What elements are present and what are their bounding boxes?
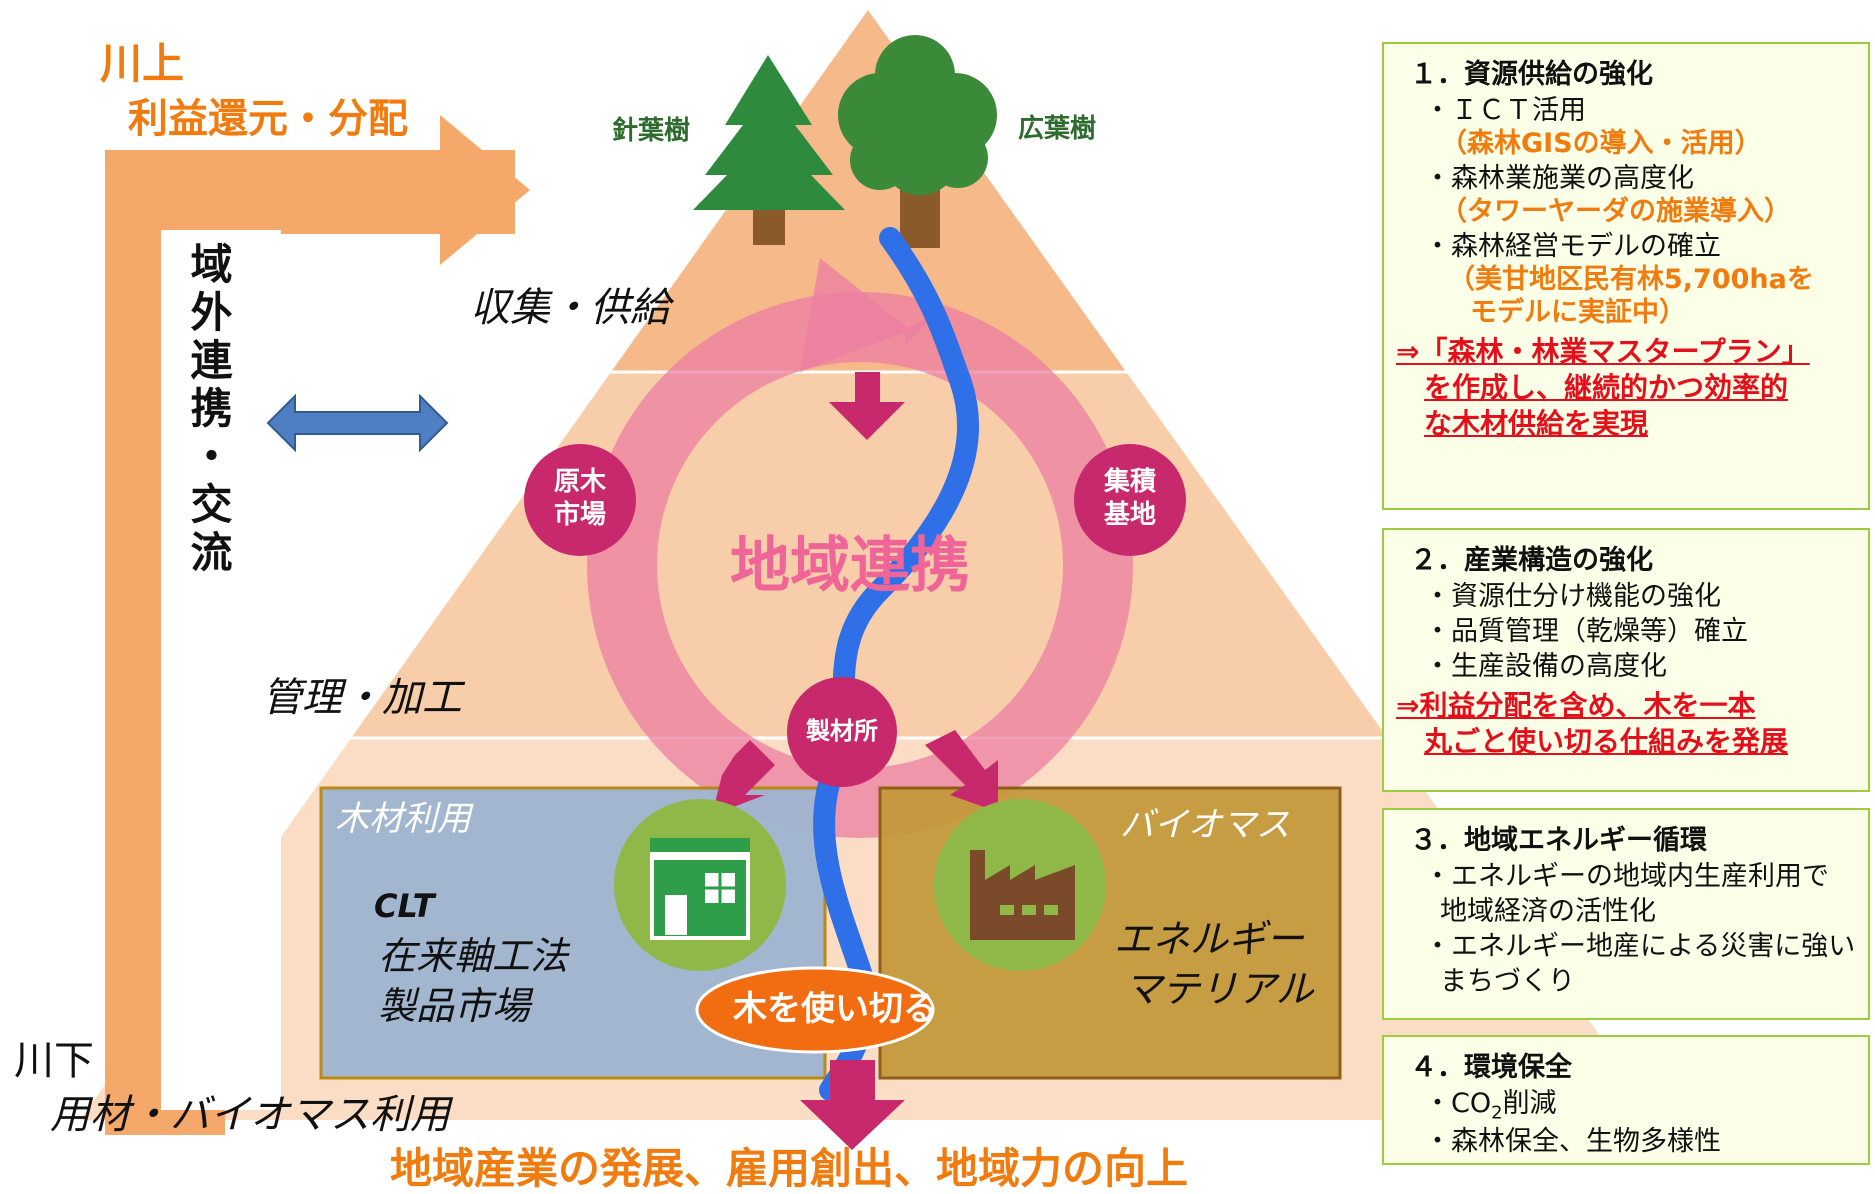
return-arrow — [105, 115, 530, 1135]
panel-result: を作成し、継続的かつ効率的 — [1424, 370, 1789, 404]
panel-item: ・品質管理（乾燥等）確立 — [1424, 615, 1748, 647]
wood-line-clt: CLT — [374, 887, 435, 925]
panel-result: ⇒利益分配を含め、木を一本 — [1396, 688, 1756, 722]
panel-result: な木材供給を実現 — [1424, 407, 1649, 441]
panel-note: （タワーヤーダの施業導入） — [1440, 195, 1791, 227]
panel-result: 丸ごと使い切る仕組みを発展 — [1424, 725, 1789, 759]
down-arrow-bottom — [800, 1060, 905, 1150]
panel-item: ・エネルギー地産による災害に強い — [1424, 930, 1856, 962]
panel-item: ・森林経営モデルの確立 — [1424, 230, 1721, 262]
wood-box-title: 木材利用 — [335, 799, 471, 839]
panel-environment: ４．環境保全 ・CO2削減 ・森林保全、生物多様性 — [1382, 1035, 1870, 1165]
panel-item: 地域経済の活性化 — [1440, 895, 1656, 927]
panel-note: モデルに実証中） — [1470, 296, 1686, 328]
panel-item: ・森林保全、生物多様性 — [1424, 1126, 1721, 1158]
node-log-market — [524, 444, 636, 556]
downstream-subtitle: 用材・バイオマス利用 — [50, 1092, 450, 1138]
down-arrow-top — [829, 372, 905, 440]
panel-item: ・ＩＣＴ活用 — [1424, 95, 1586, 126]
stage-manage-label: 管理・加工 — [262, 675, 462, 721]
panel-result: ⇒「森林・林業マスタープラン」 — [1396, 334, 1810, 368]
node-sawmill — [787, 677, 897, 787]
node-collection-base — [1074, 444, 1186, 556]
panel-item-co2: ・CO2削減 — [1424, 1088, 1868, 1124]
biomass-line-material: マテリアル — [1124, 967, 1314, 1011]
wood-line-conventional: 在来軸工法 — [378, 934, 569, 978]
upstream-subtitle: 利益還元・分配 — [128, 96, 408, 142]
use-all-label: 木を使い切る — [733, 989, 937, 1029]
co2-reduction-text: 削減 — [1502, 1088, 1557, 1119]
panel-item: まちづくり — [1440, 965, 1575, 997]
conifer-label: 針葉樹 — [612, 116, 691, 146]
panel-item: ・エネルギーの地域内生産利用で — [1424, 861, 1829, 892]
biomass-box-title: バイオマス — [1120, 805, 1290, 845]
panel-item: ・生産設備の高度化 — [1424, 650, 1667, 682]
node-sawmill-label: 製材所 — [806, 717, 878, 745]
bottom-result: 地域産業の発展、雇用創出、地域力の向上 — [390, 1144, 1189, 1193]
panel-heading: ２．産業構造の強化 — [1410, 545, 1653, 576]
panel-resource-supply: １．資源供給の強化 ・ＩＣＴ活用 （森林GISの導入・活用） ・森林業施業の高度… — [1382, 42, 1870, 510]
house-icon — [614, 799, 786, 971]
arrow-to-wood — [712, 740, 775, 815]
panel-heading: ３．地域エネルギー循環 — [1410, 825, 1707, 856]
stage-collect-label: 収集・供給 — [470, 285, 670, 331]
exchange-double-arrow — [266, 393, 449, 453]
center-title: 地域連携 — [730, 531, 970, 601]
vertical-exchange-label: 域外連携・交流 — [184, 242, 233, 578]
downstream-title: 川下 — [14, 1038, 94, 1084]
panel-note: （森林GISの導入・活用） — [1440, 127, 1762, 159]
panel-item: ・森林業施業の高度化 — [1424, 162, 1694, 194]
co2-subscript: 2 — [1491, 1102, 1503, 1124]
co2-text: ・CO — [1424, 1088, 1492, 1119]
biomass-line-energy: エネルギー — [1114, 917, 1305, 961]
panel-heading: １．資源供給の強化 — [1410, 59, 1653, 90]
conifer-tree-icon — [693, 55, 845, 245]
use-all-oval — [695, 966, 935, 1054]
node-log-market-label: 原木 市場 — [553, 467, 606, 530]
wood-line-products: 製品市場 — [378, 984, 531, 1028]
panel-local-energy: ３．地域エネルギー循環 ・エネルギーの地域内生産利用で 地域経済の活性化 ・エネ… — [1382, 808, 1870, 1020]
panel-note: （美甘地区民有林5,700haを — [1448, 263, 1814, 295]
node-collection-base-label: 集積 基地 — [1103, 467, 1156, 530]
factory-icon — [934, 799, 1106, 971]
arrow-to-biomass — [925, 730, 998, 812]
broadleaf-tree-icon — [838, 35, 997, 248]
broadleaf-label: 広葉樹 — [1018, 114, 1097, 144]
panel-industry-structure: ２．産業構造の強化 ・資源仕分け機能の強化 ・品質管理（乾燥等）確立 ・生産設備… — [1382, 528, 1870, 792]
upstream-title: 川上 — [100, 39, 185, 88]
panel-item: ・資源仕分け機能の強化 — [1424, 581, 1721, 612]
panel-heading: ４．環境保全 — [1410, 1052, 1572, 1083]
